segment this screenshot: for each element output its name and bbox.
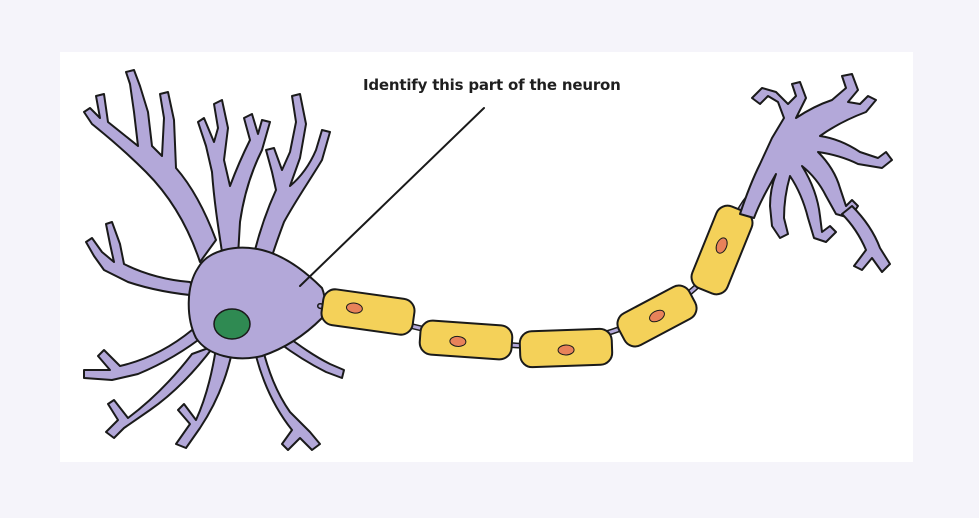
myelin-segment <box>616 284 698 348</box>
myelin-segment <box>320 288 416 336</box>
schwann-cell-nucleus <box>557 344 575 356</box>
dendrite-lower-right <box>277 333 345 379</box>
schwann-cell-nucleus <box>649 309 665 323</box>
dendrite-upper-right <box>251 93 331 271</box>
schwann-cell-nucleus <box>449 335 467 347</box>
dendrite-upper-middle <box>197 99 271 257</box>
dendrite-lower-left-long <box>105 345 215 439</box>
dendrite-upper-left <box>83 69 217 263</box>
cell-body <box>187 246 326 360</box>
nucleus <box>213 308 251 340</box>
pointer-line <box>299 107 485 287</box>
axon-terminal-trunk <box>739 73 893 243</box>
myelin-segment <box>518 327 614 369</box>
dendrite-left <box>85 221 201 297</box>
axon-terminals <box>739 73 893 273</box>
dendrite-lower-left <box>83 329 207 381</box>
myelin-sheath <box>320 204 754 369</box>
schwann-cell-nucleus <box>345 302 363 314</box>
schwann-cell-nucleus <box>715 237 728 254</box>
axon-terminal-branch <box>841 205 891 273</box>
myelin-segment <box>690 204 754 296</box>
dendrite-bottom <box>175 347 233 449</box>
myelin-segment <box>418 319 514 361</box>
question-label: Identify this part of the neuron <box>363 76 621 94</box>
dendrites <box>83 69 345 451</box>
